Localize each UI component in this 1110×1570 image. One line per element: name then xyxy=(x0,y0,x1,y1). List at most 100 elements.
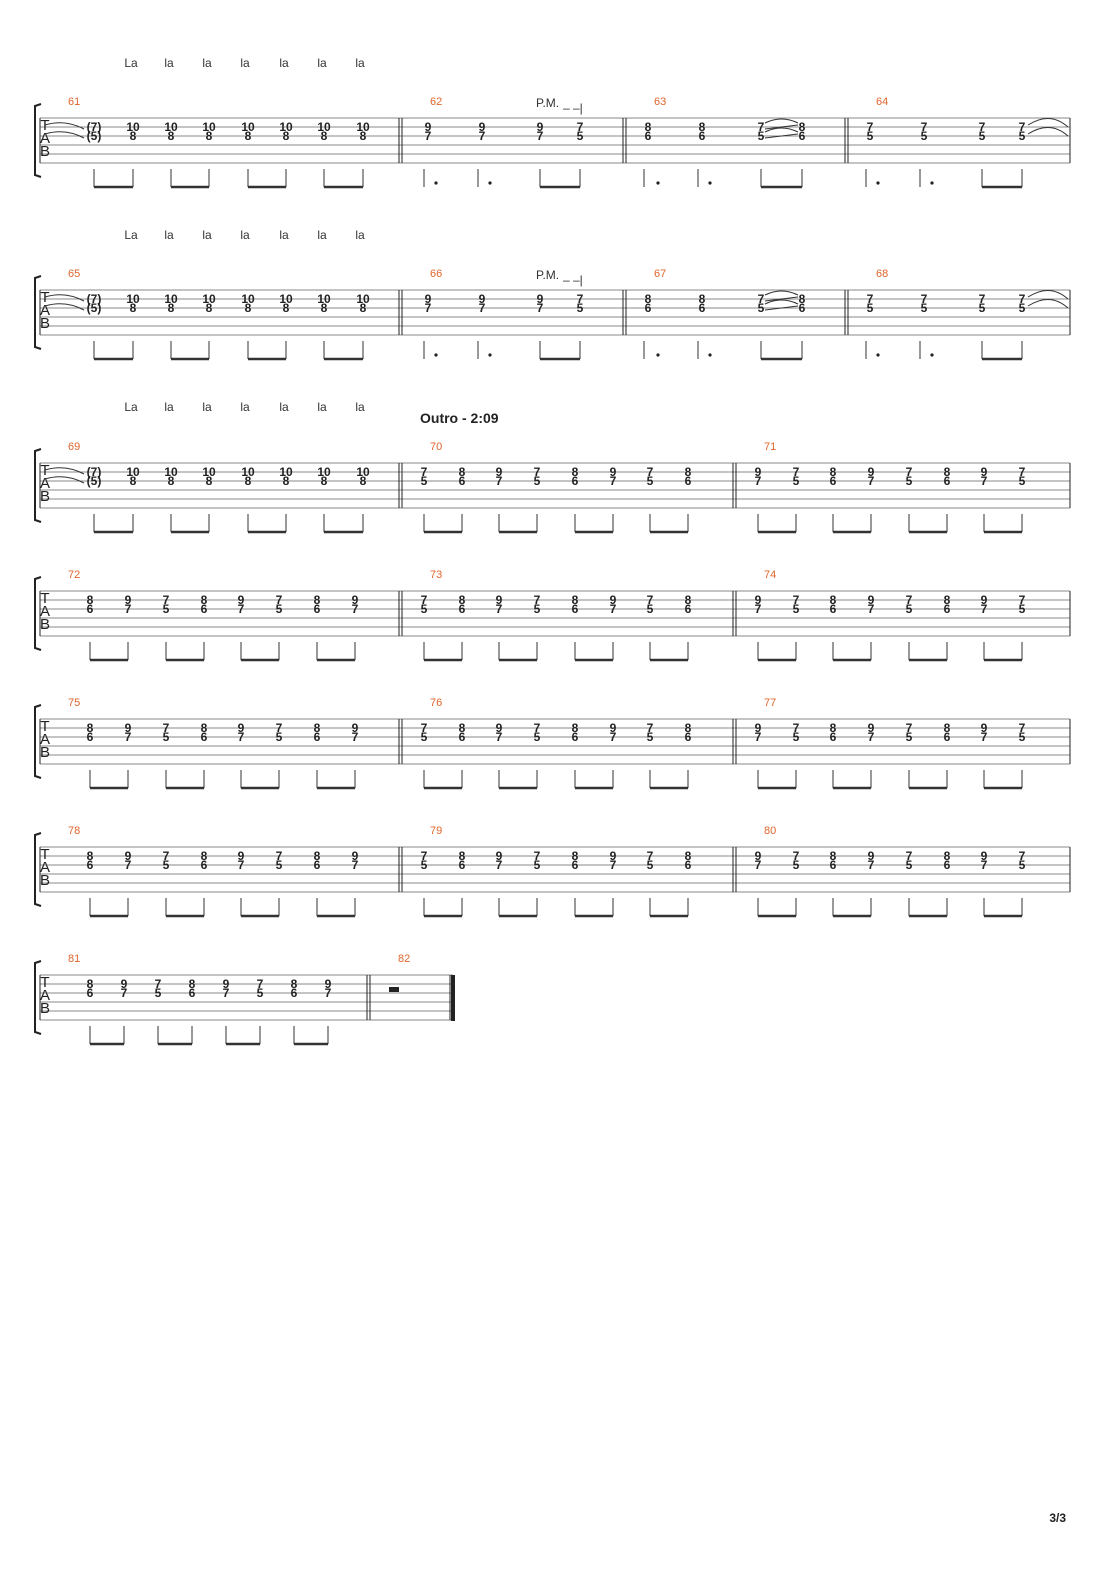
fret-number: 8 xyxy=(206,474,213,488)
palm-mute-label: P.M. xyxy=(536,268,559,282)
fret-number: 8 xyxy=(245,474,252,488)
fret-number: 6 xyxy=(830,602,837,616)
fret-number: 5 xyxy=(906,858,913,872)
fret-number: 6 xyxy=(645,301,652,315)
fret-number: 5 xyxy=(155,986,162,1000)
fret-number: 7 xyxy=(1019,292,1026,306)
fret-number: 7 xyxy=(163,721,170,735)
fret-number: 8 xyxy=(283,474,290,488)
fret-number: 8 xyxy=(830,465,837,479)
fret-number: 5 xyxy=(577,129,584,143)
fret-number: 9 xyxy=(425,120,432,134)
fret-number: 7 xyxy=(981,474,988,488)
fret-number: 7 xyxy=(1019,465,1026,479)
fret-number: 5 xyxy=(758,301,765,315)
fret-number: 6 xyxy=(944,474,951,488)
fret-number: 9 xyxy=(868,593,875,607)
fret-number: 7 xyxy=(1019,849,1026,863)
tab-clef-letter: T xyxy=(40,846,49,863)
fret-number: 5 xyxy=(647,858,654,872)
fret-number: 7 xyxy=(496,858,503,872)
fret-number: 9 xyxy=(479,120,486,134)
fret-number: 8 xyxy=(685,849,692,863)
fret-number: 7 xyxy=(906,721,913,735)
fret-number: 7 xyxy=(979,292,986,306)
measure-number: 78 xyxy=(68,825,80,837)
fret-number: 9 xyxy=(868,721,875,735)
fret-number: 7 xyxy=(755,730,762,744)
fret-number: 8 xyxy=(206,129,213,143)
fret-number: 6 xyxy=(572,858,579,872)
fret-number: 6 xyxy=(459,858,466,872)
tab-clef-letter: A xyxy=(40,603,50,620)
lyric-syllable: la xyxy=(317,228,327,242)
fret-number: 7 xyxy=(647,849,654,863)
fret-number: 7 xyxy=(610,858,617,872)
system-bracket xyxy=(34,448,42,523)
fret-number: 8 xyxy=(459,849,466,863)
fret-number: 7 xyxy=(906,465,913,479)
fret-number: 5 xyxy=(1019,858,1026,872)
fret-number: 9 xyxy=(352,849,359,863)
fret-number: 10 xyxy=(279,465,293,479)
tab-clef-letter: T xyxy=(40,590,49,607)
fret-number: 8 xyxy=(944,849,951,863)
fret-number: 10 xyxy=(202,465,216,479)
lyric-syllable: la xyxy=(164,228,174,242)
fret-number: 9 xyxy=(610,593,617,607)
fret-number: 5 xyxy=(1019,602,1026,616)
fret-number: 6 xyxy=(291,986,298,1000)
fret-number: 10 xyxy=(356,120,370,134)
system-bracket xyxy=(34,275,42,350)
fret-number: 7 xyxy=(223,986,230,1000)
measure-number: 72 xyxy=(68,569,80,581)
fret-number: 7 xyxy=(534,721,541,735)
fret-number: 8 xyxy=(314,593,321,607)
fret-number: 6 xyxy=(459,730,466,744)
fret-number: 6 xyxy=(944,858,951,872)
fret-number: 8 xyxy=(830,593,837,607)
fret-number: 9 xyxy=(537,292,544,306)
fret-number: 8 xyxy=(685,465,692,479)
fret-number: 9 xyxy=(868,465,875,479)
fret-number: 7 xyxy=(534,465,541,479)
fret-number: 10 xyxy=(126,465,140,479)
fret-number: 9 xyxy=(496,849,503,863)
fret-number: 9 xyxy=(325,977,332,991)
fret-number: 6 xyxy=(944,730,951,744)
fret-number: 7 xyxy=(1019,721,1026,735)
slur-arc xyxy=(764,127,799,133)
fret-number: 8 xyxy=(799,292,806,306)
fret-number: 7 xyxy=(238,730,245,744)
fret-number: 7 xyxy=(125,858,132,872)
fret-number: 7 xyxy=(758,120,765,134)
fret-number: 10 xyxy=(202,120,216,134)
fret-number: 8 xyxy=(87,849,94,863)
fret-number: 5 xyxy=(921,129,928,143)
measure-number: 69 xyxy=(68,441,80,453)
fret-number: 7 xyxy=(577,120,584,134)
palm-mute-extent: – –| xyxy=(563,273,583,287)
tab-clef-letter: A xyxy=(40,475,50,492)
fret-number: 8 xyxy=(201,849,208,863)
fret-number: 7 xyxy=(421,849,428,863)
fret-number: 7 xyxy=(867,120,874,134)
dot xyxy=(656,353,660,357)
whole-rest xyxy=(389,987,399,992)
fret-number: 5 xyxy=(647,730,654,744)
lyric-syllable: la xyxy=(202,56,212,70)
tab-clef-letter: A xyxy=(40,987,50,1004)
fret-number: 8 xyxy=(314,849,321,863)
measure-number: 61 xyxy=(68,96,80,108)
fret-number: 5 xyxy=(257,986,264,1000)
fret-number: 6 xyxy=(830,858,837,872)
lyric-syllable: la xyxy=(279,56,289,70)
fret-number: 5 xyxy=(534,474,541,488)
fret-number: 7 xyxy=(425,301,432,315)
lyric-syllable: La xyxy=(124,228,138,242)
fret-number: 7 xyxy=(793,593,800,607)
fret-number: 6 xyxy=(830,730,837,744)
fret-number: 7 xyxy=(647,593,654,607)
fret-number: 8 xyxy=(130,129,137,143)
measure-number: 73 xyxy=(430,569,442,581)
